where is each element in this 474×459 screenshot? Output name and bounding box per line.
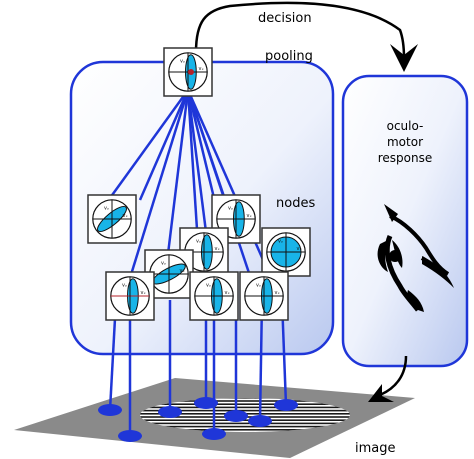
vy-label: vᵧ [122, 282, 127, 288]
vx-label: vₓ [275, 290, 280, 296]
pooling-line [186, 89, 208, 233]
image-arrow-icon [379, 355, 408, 397]
vx-label: vₓ [123, 213, 128, 219]
vy-label: vᵧ [180, 58, 185, 64]
pooling-glyph: vᵧ vₓ [163, 47, 213, 97]
vx-label: vₓ [247, 213, 252, 219]
input-sample-blob [224, 410, 248, 422]
vx-label: vₓ [180, 268, 185, 274]
vy-label: vᵧ [228, 205, 233, 211]
grating-stripe [140, 422, 350, 425]
image-arrowhead [368, 384, 394, 402]
input-sample-blob [248, 415, 272, 427]
decision-arrowhead [390, 44, 418, 72]
vx-label: vₓ [199, 66, 204, 72]
vy-label: vᵧ [278, 238, 283, 244]
input-sample-blob [202, 428, 226, 440]
grating-stripe [135, 455, 360, 457]
grating-stripe [140, 429, 350, 431]
vy-label: vᵧ [161, 260, 166, 266]
node: vᵧ vₓ [261, 227, 311, 277]
pooling-line [186, 89, 252, 277]
input-sample-blob [118, 430, 142, 442]
oculomotor-label-3: response [378, 151, 433, 165]
input-sample-blob [158, 406, 182, 418]
grating-stripe [140, 409, 350, 412]
vy-label: vᵧ [256, 282, 261, 288]
vy-label: vᵧ [104, 205, 109, 211]
vx-label: vₓ [141, 290, 146, 296]
vx-label: vₓ [297, 246, 302, 252]
pooling-line [128, 89, 190, 279]
grating-stripe [140, 406, 350, 409]
vx-label: vₓ [215, 246, 220, 252]
input-sample-blob [274, 399, 298, 411]
node: vᵧ vₓ [87, 194, 137, 244]
decision-point [188, 69, 194, 75]
vx-label: vₓ [225, 290, 230, 296]
oculomotor-label-2: motor [387, 135, 423, 149]
grating-stripe [140, 403, 350, 405]
grating-stripe [140, 425, 350, 428]
grating-stripe [140, 398, 350, 399]
image-label: image [355, 441, 396, 456]
input-sample-blob [194, 397, 218, 409]
input-sample-blob [98, 404, 122, 416]
pooling-line [138, 89, 190, 201]
vy-label: vᵧ [206, 282, 211, 288]
node: vᵧ vₓ [105, 271, 155, 321]
node: vᵧ vₓ [189, 271, 239, 321]
node: vᵧ vₓ [239, 271, 289, 321]
pooling-line [108, 89, 190, 199]
eye-icon [377, 204, 454, 312]
node-glyphs: vᵧ vₓ vᵧ vₓ vᵧ vₓ vᵧ vₓ vᵧ vₓ vᵧ vₓ vᵧ vₓ vᵧ vₓ [87, 194, 311, 321]
vy-label: vᵧ [196, 238, 201, 244]
pooling-line [166, 89, 190, 255]
oculomotor-label-1: oculo- [387, 119, 424, 133]
nodes-label: nodes [276, 196, 315, 211]
pooling-line [186, 89, 216, 199]
decision-label: decision [258, 11, 312, 26]
grating-stripe [140, 419, 350, 421]
decision-arrow-icon [194, 1, 406, 59]
grating-stripe [140, 400, 350, 402]
pooling-label: pooling [265, 49, 313, 64]
